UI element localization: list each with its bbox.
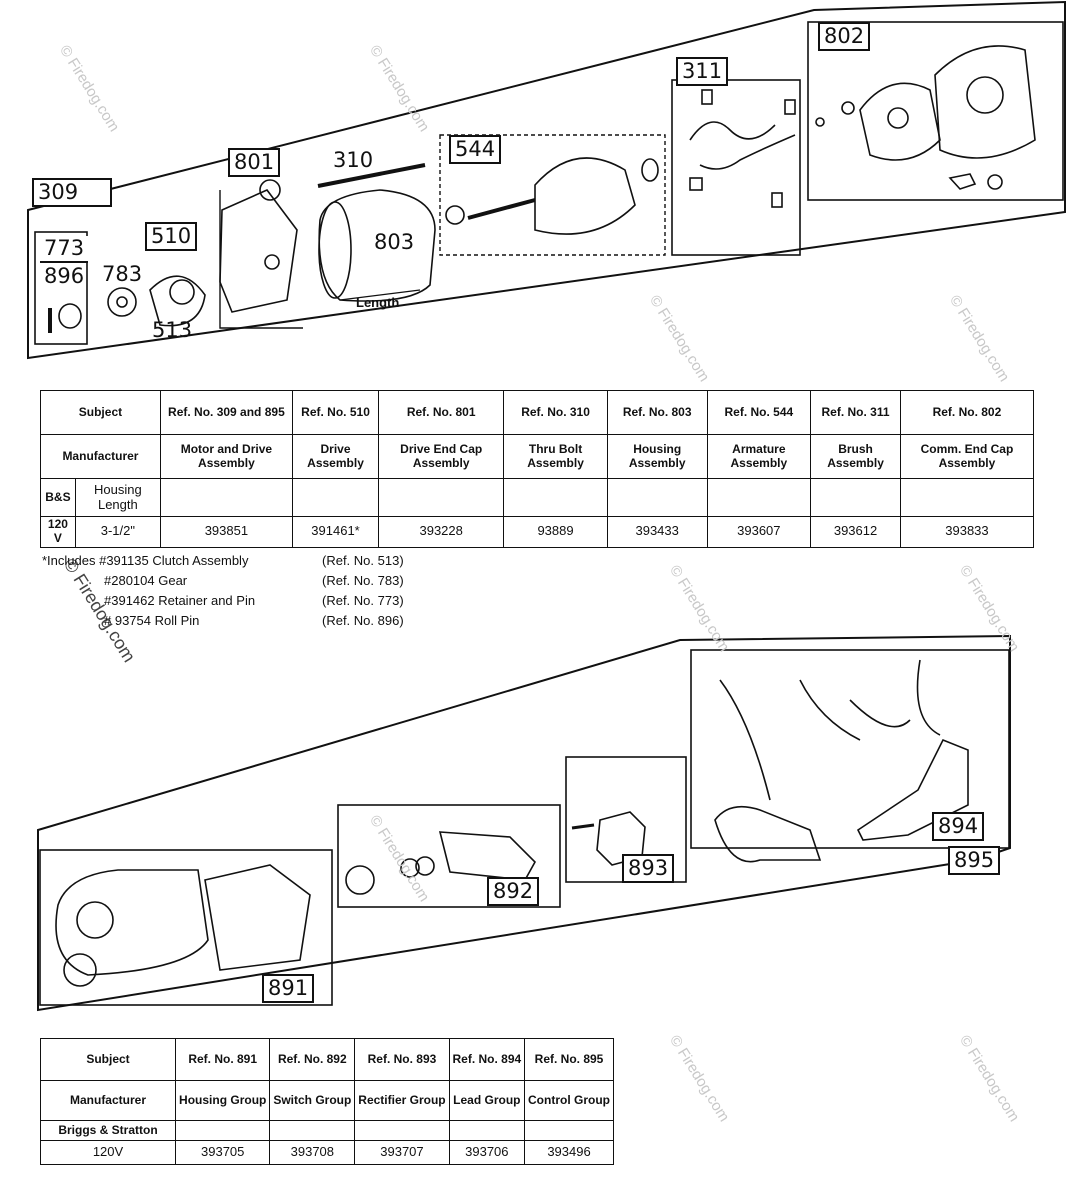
part-number: 393705 — [174, 1140, 271, 1165]
starter-parts-table: Subject Ref. No. 309 and 895 Ref. No. 51… — [40, 390, 1035, 548]
part-name: Armature Assembly — [706, 434, 812, 479]
callout-894: 894 — [932, 812, 985, 841]
ref-header: Ref. No. 895 — [524, 1038, 614, 1081]
part-name: Rectifier Group — [354, 1080, 450, 1121]
callout-310: 310 — [333, 148, 374, 172]
ref-header: Ref. No. 894 — [448, 1038, 526, 1081]
callout-803: 803 — [374, 230, 415, 254]
bottom-assembly-frame — [37, 634, 1011, 1012]
ref-header: Ref. No. 891 — [174, 1038, 271, 1081]
manufacturer-label: Manufacturer — [40, 1080, 176, 1121]
ref-header: Ref. No. 802 — [899, 390, 1035, 435]
ref-header: Ref. No. 893 — [354, 1038, 450, 1081]
part-number: 393228 — [378, 516, 505, 548]
control-parts-table: Subject Ref. No. 891 Ref. No. 892 Ref. N… — [40, 1038, 614, 1165]
callout-895: 895 — [948, 846, 1001, 875]
callout-802: 802 — [818, 22, 871, 51]
footnote-row: *Includes #391135 Clutch Assembly(Ref. N… — [42, 553, 404, 568]
part-number: 393707 — [354, 1140, 450, 1165]
manufacturer-label: Manufacturer — [40, 434, 161, 479]
callout-896: 896 — [44, 264, 85, 288]
length-label: Length — [356, 295, 400, 310]
part-name: Comm. End Cap Assembly — [899, 434, 1035, 479]
ref-header: Ref. No. 309 and 895 — [159, 390, 293, 435]
footnote-row: # 93754 Roll Pin(Ref. No. 896) — [104, 613, 404, 628]
callout-891: 891 — [262, 974, 315, 1003]
length-cell: 3-1/2" — [74, 516, 161, 548]
housing-length-label: Housing Length — [74, 478, 161, 517]
part-number: 393612 — [810, 516, 901, 548]
brand-cell: Briggs & Stratton — [40, 1120, 176, 1141]
voltage-cell: 120 V — [40, 516, 76, 548]
callout-311: 311 — [676, 57, 729, 86]
part-name: Control Group — [524, 1080, 614, 1121]
footnotes: *Includes #391135 Clutch Assembly(Ref. N… — [42, 553, 404, 633]
ref-header: Ref. No. 892 — [269, 1038, 356, 1081]
bs-label: B&S — [40, 478, 76, 517]
part-name: Drive End Cap Assembly — [378, 434, 505, 479]
ref-header: Ref. No. 310 — [503, 390, 608, 435]
part-name: Housing Group — [174, 1080, 271, 1121]
part-number: 393851 — [159, 516, 293, 548]
callout-773: 773 — [40, 236, 89, 263]
footnote-row: #391462 Retainer and Pin(Ref. No. 773) — [104, 593, 404, 608]
subject-label: Subject — [40, 1038, 176, 1081]
part-name: Switch Group — [269, 1080, 356, 1121]
part-number: 393607 — [706, 516, 812, 548]
callout-801: 801 — [228, 148, 281, 177]
callout-510: 510 — [145, 222, 198, 251]
part-number: 393706 — [448, 1140, 526, 1165]
ref-header: Ref. No. 510 — [291, 390, 380, 435]
ref-header: Ref. No. 311 — [810, 390, 901, 435]
part-name: Thru Bolt Assembly — [503, 434, 608, 479]
part-number: 93889 — [503, 516, 608, 548]
part-number: 393496 — [524, 1140, 614, 1165]
callout-893: 893 — [622, 854, 675, 883]
top-assembly-frame — [27, 0, 1066, 360]
callout-544: 544 — [449, 135, 502, 164]
ref-header: Ref. No. 803 — [606, 390, 708, 435]
voltage-cell: 120V — [40, 1140, 176, 1165]
part-number: 393708 — [269, 1140, 356, 1165]
part-name: Motor and Drive Assembly — [159, 434, 293, 479]
callout-309: 309 — [32, 178, 112, 207]
part-name: Brush Assembly — [810, 434, 901, 479]
footnote-row: #280104 Gear(Ref. No. 783) — [104, 573, 404, 588]
ref-header: Ref. No. 801 — [378, 390, 505, 435]
part-number: 391461* — [291, 516, 380, 548]
part-name: Lead Group — [448, 1080, 526, 1121]
part-number: 393833 — [899, 516, 1035, 548]
part-name: Housing Assembly — [606, 434, 708, 479]
callout-892: 892 — [487, 877, 540, 906]
part-name: Drive Assembly — [291, 434, 380, 479]
callout-783: 783 — [102, 262, 143, 286]
subject-label: Subject — [40, 390, 161, 435]
ref-header: Ref. No. 544 — [706, 390, 812, 435]
part-number: 393433 — [606, 516, 708, 548]
callout-513: 513 — [152, 318, 193, 342]
